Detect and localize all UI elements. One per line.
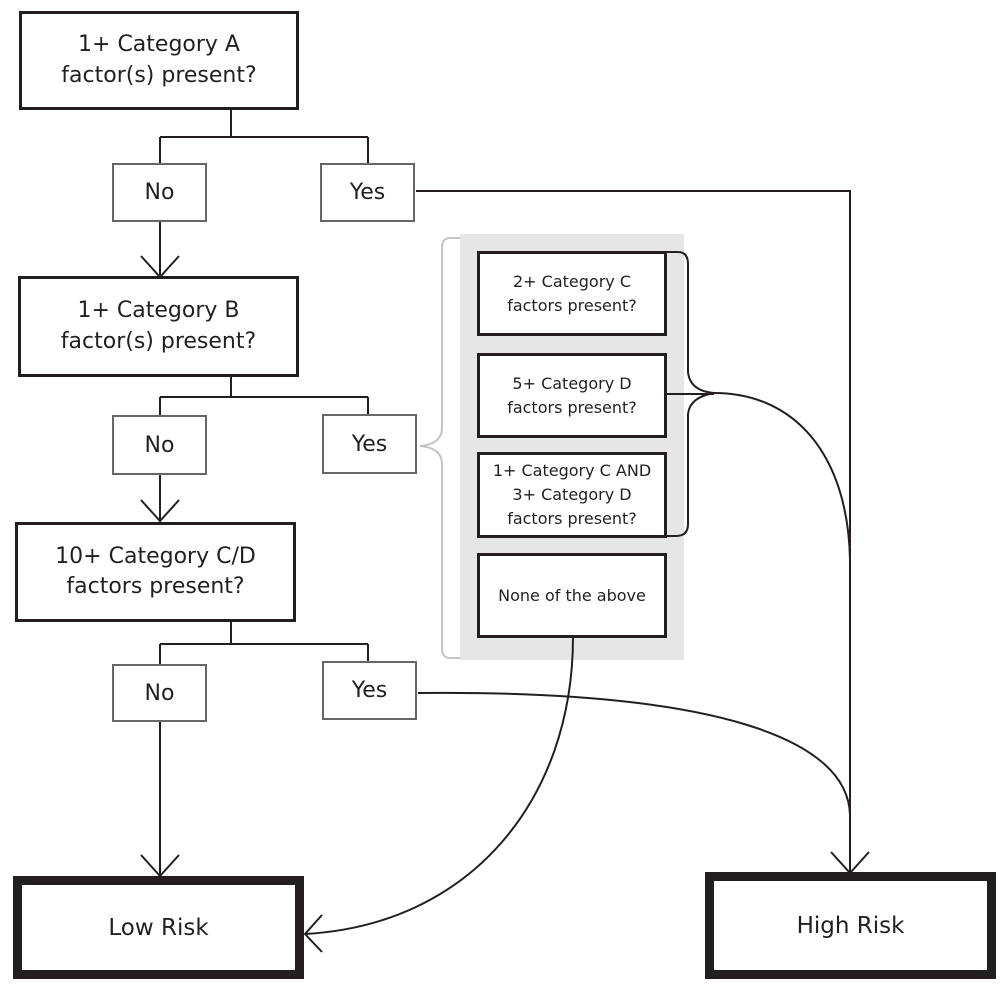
yes3-to-high-risk — [417, 691, 851, 816]
no2-arrow — [140, 475, 180, 523]
answer-yes-cat-a: Yes — [320, 163, 415, 222]
q3-split-connector — [159, 622, 369, 664]
answer-no-cat-a: No — [112, 163, 207, 222]
answer-yes-cat-cd: Yes — [322, 661, 417, 720]
question-cat-b: 1+ Category B factor(s) present? — [18, 276, 299, 377]
no1-arrow — [140, 221, 180, 279]
question-cat-cd: 10+ Category C/D factors present? — [15, 522, 296, 622]
question-cat-a: 1+ Category A factor(s) present? — [19, 11, 299, 110]
criterion-none: None of the above — [477, 553, 667, 638]
criterion-5-cat-d: 5+ Category D factors present? — [477, 353, 667, 438]
criterion-2-cat-c: 2+ Category C factors present? — [477, 251, 667, 336]
criterion-1c-3d: 1+ Category C AND 3+ Category D factors … — [477, 452, 667, 538]
q1-split-connector — [159, 110, 369, 163]
no3-arrow — [140, 721, 180, 878]
answer-no-cat-cd: No — [112, 664, 207, 722]
outcome-high-risk: High Risk — [705, 872, 996, 979]
criteria-to-high-risk — [713, 392, 851, 561]
q2-split-connector — [159, 377, 369, 415]
outcome-low-risk: Low Risk — [13, 876, 304, 979]
answer-yes-cat-b: Yes — [322, 414, 417, 474]
none-to-low-risk — [303, 636, 574, 953]
yes2-brace — [419, 237, 460, 659]
answer-no-cat-b: No — [112, 415, 207, 475]
